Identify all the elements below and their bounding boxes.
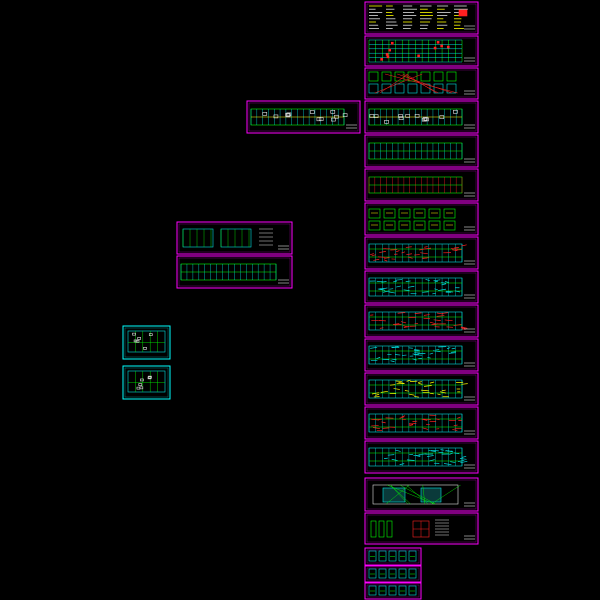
sheet-frame: [364, 565, 422, 583]
sheet-inner-border: [366, 340, 477, 370]
drawing-sheet-col-08[interactable]: [364, 236, 479, 270]
sheet-frame: [364, 67, 479, 100]
drawing-sheet-col-03[interactable]: [364, 67, 479, 100]
sheet-inner-border: [366, 37, 477, 65]
sheet-drawing-content: [368, 108, 475, 129]
drawing-sheet-col-16[interactable]: [364, 512, 479, 545]
sheet-inner-border: [366, 102, 477, 132]
sheet-drawing-content: [250, 108, 357, 129]
drawing-sheet-col-06[interactable]: [364, 168, 479, 202]
sheet-drawing-content: [368, 142, 475, 163]
sheet-inner-border: [366, 567, 420, 581]
drawing-sheet-col-02[interactable]: [364, 35, 479, 67]
sheet-inner-border: [366, 204, 477, 234]
sheet-frame: [122, 325, 171, 360]
drawing-sheet-small-03[interactable]: [364, 582, 422, 600]
sheet-inner-border: [366, 3, 477, 33]
sheet-inner-border: [366, 306, 477, 336]
drawing-sheet-mid-03[interactable]: [176, 255, 293, 289]
sheet-inner-border: [366, 69, 477, 98]
sheet-drawing-content: [368, 568, 417, 579]
sheet-inner-border: [366, 170, 477, 200]
sheet-frame: [364, 35, 479, 67]
drawing-sheet-small-02[interactable]: [364, 565, 422, 583]
sheet-inner-border: [366, 374, 477, 404]
drawing-sheet-left-01[interactable]: [122, 325, 171, 360]
sheet-frame: [364, 582, 422, 600]
sheet-drawing-content: [368, 447, 475, 469]
sheet-drawing-content: [368, 208, 475, 231]
drawing-sheet-col-07[interactable]: [364, 202, 479, 236]
sheet-inner-border: [366, 479, 477, 510]
sheet-frame: [246, 100, 361, 134]
sheet-frame: [364, 168, 479, 202]
sheet-frame: [364, 134, 479, 168]
drawing-sheet-col-13[interactable]: [364, 406, 479, 440]
sheet-frame: [364, 1, 479, 35]
sheet-inner-border: [366, 238, 477, 268]
sheet-inner-border: [178, 257, 291, 287]
sheet-drawing-content: [368, 311, 475, 333]
sheet-frame: [122, 365, 171, 400]
sheet-frame: [364, 547, 422, 566]
drawing-sheet-left-02[interactable]: [122, 365, 171, 400]
sheet-frame: [364, 440, 479, 474]
drawing-sheet-col-12[interactable]: [364, 372, 479, 406]
drawing-sheet-col-04[interactable]: [364, 100, 479, 134]
sheet-frame: [364, 304, 479, 338]
drawing-sheet-col-05[interactable]: [364, 134, 479, 168]
sheet-frame: [364, 372, 479, 406]
sheet-inner-border: [178, 223, 291, 253]
sheet-frame: [364, 406, 479, 440]
drawing-sheet-small-01[interactable]: [364, 547, 422, 566]
sheet-drawing-content: [368, 39, 475, 63]
sheet-inner-border: [366, 442, 477, 472]
sheet-frame: [364, 477, 479, 512]
sheet-inner-border: [366, 584, 420, 598]
sheet-inner-border: [366, 272, 477, 302]
drawing-sheet-mid-02[interactable]: [176, 221, 293, 255]
sheet-drawing-content: [368, 243, 475, 265]
sheet-inner-border: [366, 514, 477, 543]
sheet-frame: [364, 270, 479, 304]
drawing-sheet-mid-01[interactable]: [246, 100, 361, 134]
drawing-sheet-col-15[interactable]: [364, 477, 479, 512]
sheet-frame: [176, 221, 293, 255]
sheet-drawing-content: [127, 370, 166, 393]
sheet-inner-border: [124, 367, 169, 398]
sheet-drawing-content: [368, 585, 417, 596]
sheet-inner-border: [366, 408, 477, 438]
sheet-drawing-content: [127, 330, 166, 353]
sheet-drawing-content: [370, 519, 475, 540]
sheet-drawing-content: [372, 484, 475, 507]
sheet-drawing-content: [368, 277, 475, 299]
sheet-frame: [364, 100, 479, 134]
sheet-drawing-content: [180, 263, 289, 284]
sheet-frame: [364, 512, 479, 545]
sheet-frame: [364, 236, 479, 270]
sheet-inner-border: [366, 136, 477, 166]
sheet-drawing-content: [368, 345, 475, 367]
sheet-drawing-content: [368, 413, 475, 435]
drawing-sheet-col-01[interactable]: [364, 1, 479, 35]
drawing-sheet-col-11[interactable]: [364, 338, 479, 372]
sheet-inner-border: [366, 549, 420, 564]
drawing-sheet-col-09[interactable]: [364, 270, 479, 304]
sheet-drawing-content: [182, 228, 289, 250]
sheet-inner-border: [124, 327, 169, 358]
drawing-sheet-col-14[interactable]: [364, 440, 479, 474]
sheet-drawing-content: [368, 71, 475, 95]
sheet-frame: [364, 338, 479, 372]
sheet-inner-border: [248, 102, 359, 132]
drawing-sheet-col-10[interactable]: [364, 304, 479, 338]
sheet-drawing-content: [369, 5, 475, 30]
sheet-frame: [176, 255, 293, 289]
sheet-drawing-content: [368, 176, 475, 197]
sheet-frame: [364, 202, 479, 236]
sheet-drawing-content: [368, 550, 417, 562]
drawing-sheets-layer: [122, 1, 479, 600]
sheet-drawing-content: [368, 379, 475, 401]
